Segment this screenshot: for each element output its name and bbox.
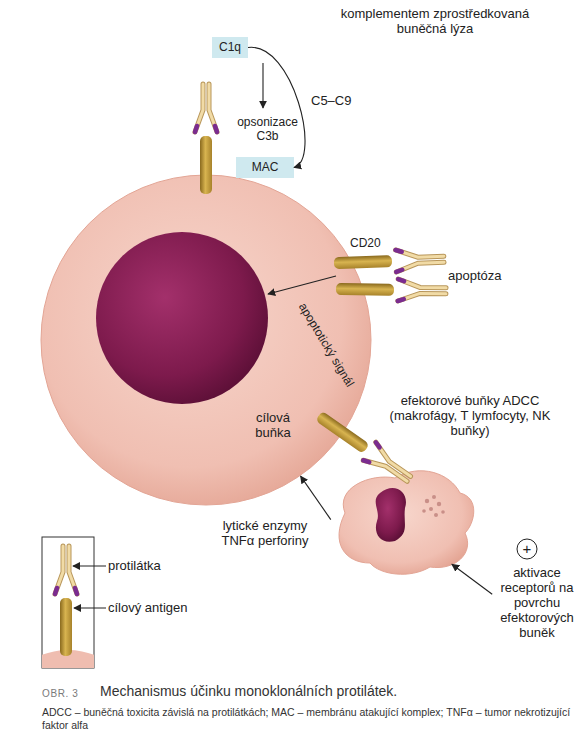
granules	[422, 495, 445, 517]
node-text: MAC	[236, 157, 294, 178]
opsonization-arrow	[262, 63, 263, 108]
process-label: apoptóza	[448, 268, 502, 283]
antibody-antigen	[336, 278, 446, 302]
node-text: C1q	[212, 37, 248, 58]
node-text: +	[517, 539, 537, 559]
legend-text: protilátka	[108, 558, 161, 573]
figure-number: OBR. 3	[42, 687, 78, 701]
connector-arrow	[452, 564, 492, 594]
process-label: opsonizace C3b	[230, 115, 305, 143]
node-text: cílová buňka	[243, 410, 303, 440]
protein-box: C1q	[212, 37, 248, 58]
antibody-antigen	[312, 407, 415, 488]
edge-label: C5–C9	[311, 93, 355, 108]
connector-arrow	[248, 47, 305, 167]
node-subtext: aktivace receptorů na povrchu efektorový…	[492, 565, 582, 640]
effector-cell-body	[339, 471, 474, 574]
connector-arrow	[301, 476, 331, 519]
cell-nucleus	[96, 232, 268, 404]
antibody-antigen	[334, 248, 445, 274]
plus-circle	[517, 539, 537, 559]
antibody-antigen	[195, 84, 217, 194]
legend-text: cílový antigen	[108, 600, 188, 615]
legend-box	[0, 537, 140, 755]
effector-nucleus	[376, 488, 406, 542]
cell-membrane	[41, 175, 371, 505]
target-cell-shape	[40, 174, 372, 506]
target-cell: cílová buňka	[40, 174, 372, 506]
antigen-label: CD20	[350, 236, 381, 251]
figure-caption: Mechanismus účinku monoklonálních protil…	[100, 683, 397, 700]
process-title: komplementem zprostředkovaná buněčná lýz…	[330, 6, 540, 36]
apoptosis-arrow	[268, 276, 336, 294]
abbreviation-note: ADCC – buněčná toxicita závislá na proti…	[42, 706, 572, 732]
protein-box: MAC	[236, 157, 294, 178]
node-text: efektorové buňky ADCC (makrofágy, T lymf…	[387, 393, 553, 438]
activation-node: + aktivace receptorů na povrchu efektorov…	[492, 537, 582, 662]
edge-label: lytické enzymy TNFα perforiny	[215, 518, 315, 548]
